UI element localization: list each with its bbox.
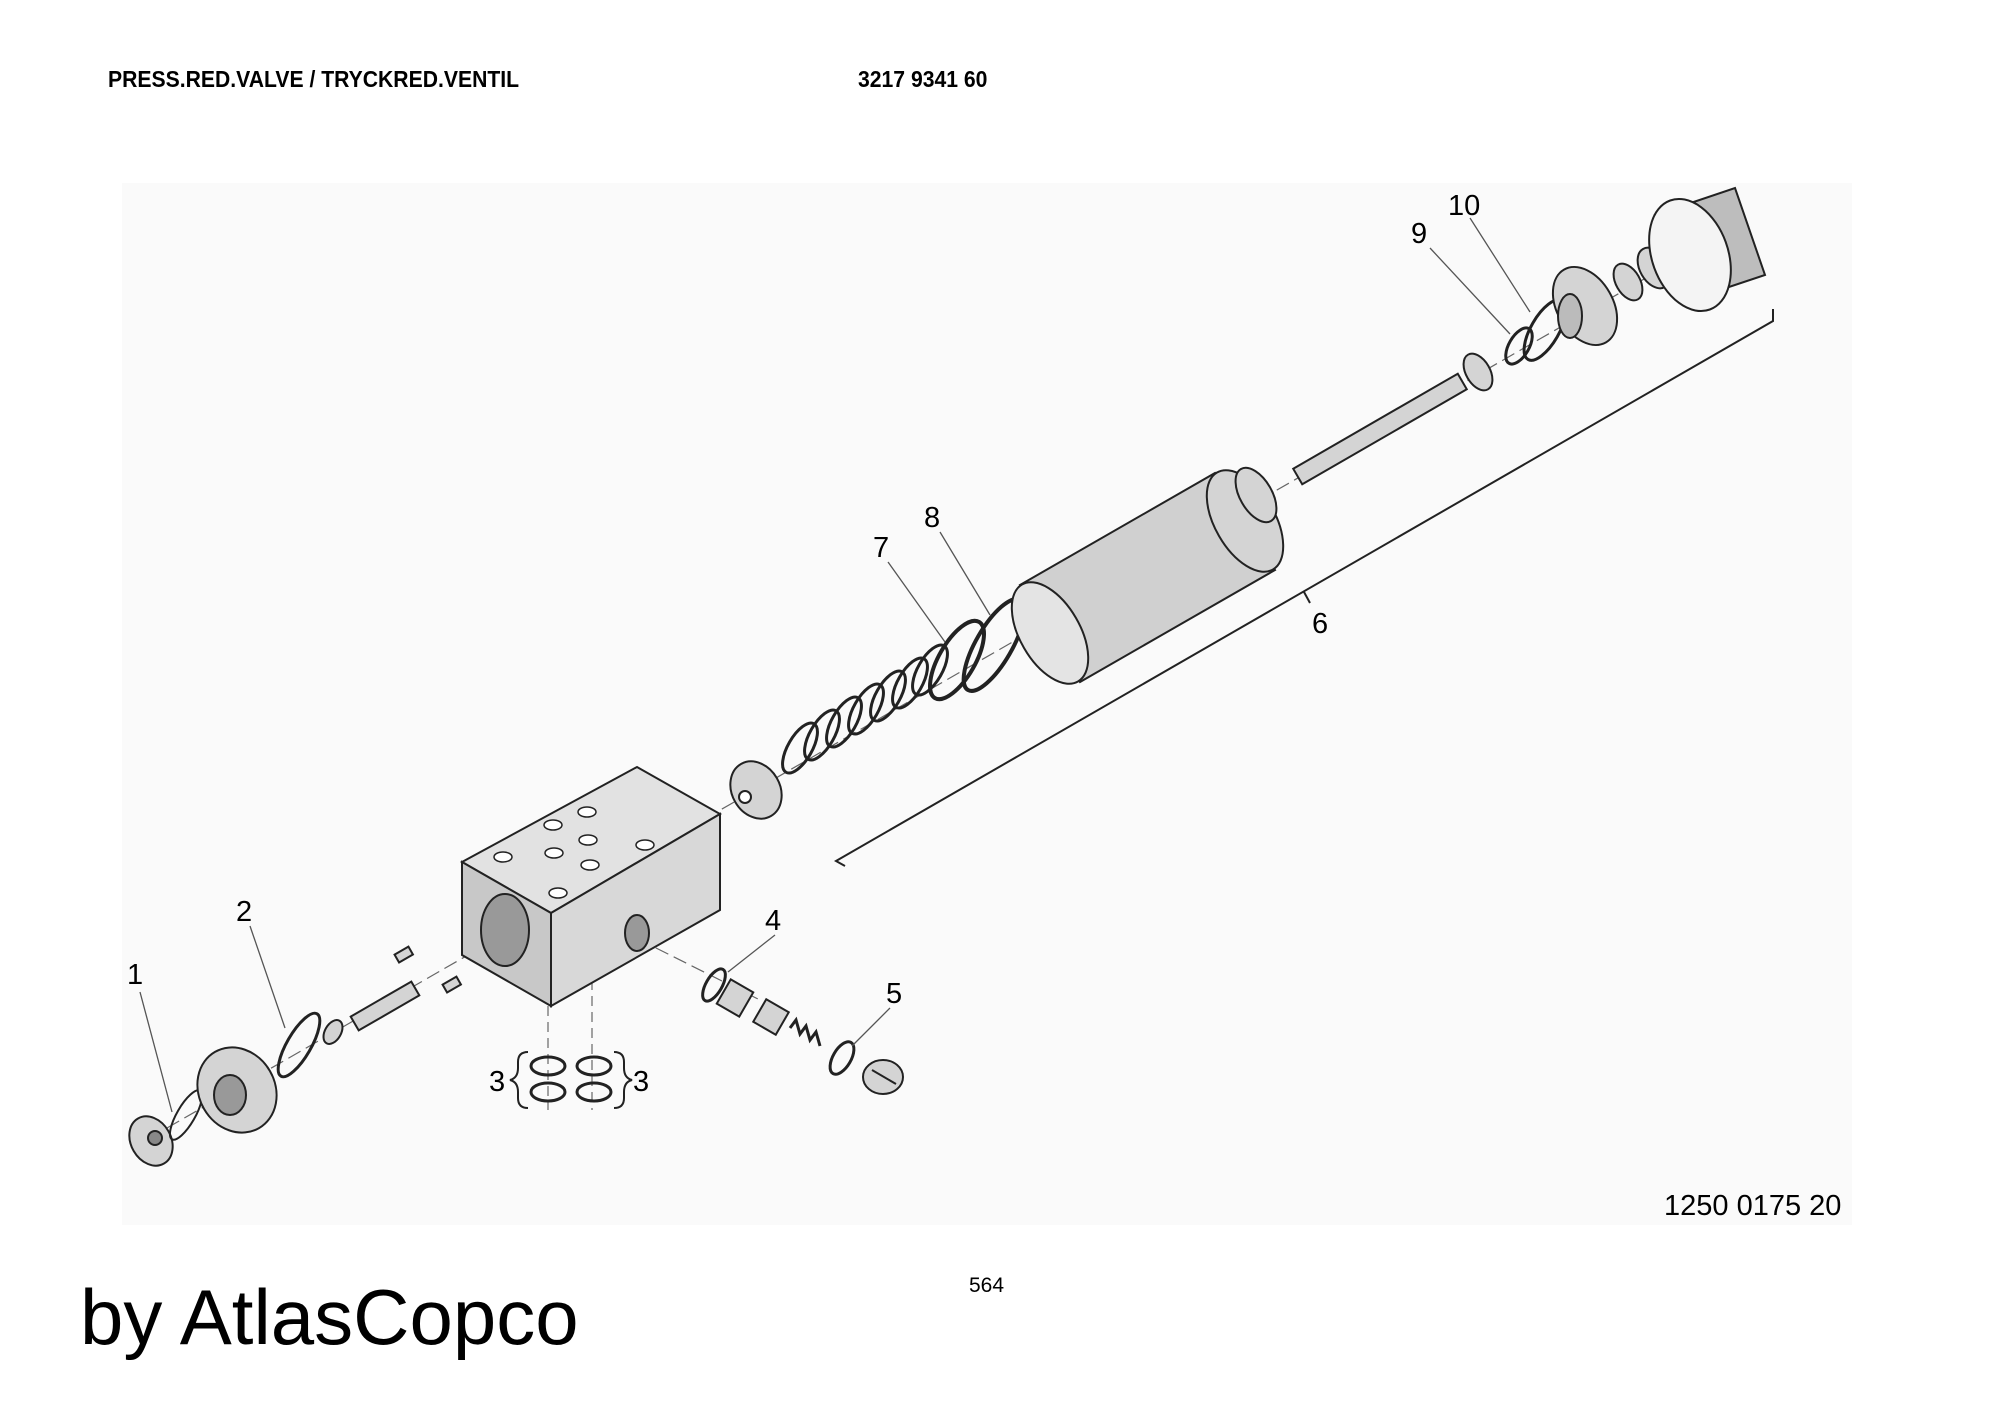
drawing-panel	[122, 183, 1852, 1225]
lock-washer	[1612, 262, 1644, 302]
leader-lines	[139, 217, 1531, 1113]
assembly-part-number: 3217 9341 60	[858, 66, 988, 92]
callout-3-left: 3	[489, 1066, 505, 1098]
protective-cap	[1648, 186, 1767, 313]
ring-part-7	[928, 618, 986, 702]
callout-10: 10	[1448, 190, 1480, 222]
nut-fitting	[196, 1046, 278, 1134]
callout-3-right: 3	[633, 1066, 649, 1098]
callout-8: 8	[924, 502, 940, 534]
page-number: 564	[969, 1274, 1005, 1297]
o-ring-part-2	[276, 1011, 322, 1079]
small-washer	[322, 1019, 344, 1045]
callout-6: 6	[1312, 608, 1328, 640]
brace-left	[509, 1051, 529, 1109]
valve-block	[459, 765, 723, 1008]
valve-seat	[751, 997, 791, 1037]
valve-stem	[1291, 372, 1469, 486]
bracket-6-tick	[1303, 591, 1311, 604]
callout-7: 7	[873, 532, 889, 564]
center-axis	[166, 243, 1706, 1129]
callout-2: 2	[236, 896, 252, 928]
callouts: 1 2 3 3 4 5 6 7 8 9 10	[127, 190, 1480, 1098]
washer-cylinder	[1234, 466, 1278, 524]
o-ring-part-4	[701, 967, 727, 1003]
plug-part-1	[128, 1115, 174, 1167]
stem-washer	[1462, 352, 1494, 392]
callout-9: 9	[1411, 218, 1427, 250]
brace-right	[613, 1051, 633, 1109]
valve-stem-small	[349, 980, 421, 1032]
main-spring	[781, 643, 949, 775]
callout-4: 4	[765, 905, 781, 937]
o-ring-part-5	[828, 1040, 856, 1076]
callout-1: 1	[127, 959, 143, 991]
callout-5: 5	[886, 978, 902, 1010]
set-screw	[862, 1059, 904, 1095]
document-title: PRESS.RED.VALVE / TRYCKRED.VENTIL	[108, 66, 520, 92]
pin-1	[393, 945, 415, 964]
brand-footer: by AtlasCopco	[80, 1273, 579, 1361]
valve-cap	[729, 760, 783, 820]
small-spring	[788, 1016, 822, 1047]
pin-2	[441, 975, 463, 994]
sleeve	[715, 978, 755, 1018]
o-rings-part-3	[529, 1055, 613, 1103]
bracket-6	[833, 309, 1774, 867]
adjuster-nut	[1551, 266, 1619, 346]
drawing-number: 1250 0175 20	[1664, 1190, 1842, 1222]
